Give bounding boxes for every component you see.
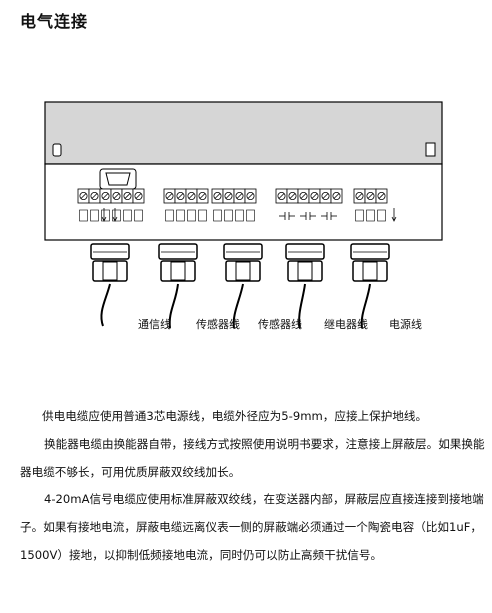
terminal-marker-icon: [235, 209, 244, 222]
terminal-screw-icon: [244, 188, 257, 204]
terminal-screw-icon: [77, 188, 90, 204]
terminal-marker-icon: [366, 209, 375, 222]
terminal-marker-icon: [355, 209, 364, 222]
cable-gland-icon: [223, 243, 263, 282]
terminal-marker-icon: [176, 209, 185, 222]
cable-gland-icon: [285, 243, 325, 282]
label-sensor-2: 传感器线: [258, 317, 302, 331]
cable-sensor2: [232, 283, 244, 329]
terminal-screw-icon: [233, 188, 246, 204]
ground-symbol-icon: [391, 208, 397, 222]
label-sensor-1: 传感器线: [196, 317, 240, 331]
ground-symbol-icon: [101, 208, 107, 222]
ground-symbol-icon: [112, 208, 118, 222]
cable-glands: [90, 243, 390, 282]
cables: [100, 283, 371, 329]
terminal-marker-icon: [377, 209, 386, 222]
terminal-marker-icon: [90, 209, 99, 222]
relay-contact-icon: [300, 212, 316, 220]
db9-connector-icon: [99, 168, 137, 190]
paragraph-transducer-cable: 换能器电缆由换能器自带，接线方式按照使用说明书要求，注意接上屏蔽层。如果换能器电…: [20, 437, 485, 479]
terminal-screw-icon: [364, 188, 377, 204]
terminal-marker-icon: [213, 209, 222, 222]
terminal-screw-icon: [163, 188, 176, 204]
terminal-marker-icon: [165, 209, 174, 222]
terminal-screw-icon: [286, 188, 299, 204]
terminal-marker-icon: [187, 209, 196, 222]
label-power: 电源线: [389, 317, 422, 331]
hinge-right-icon: [425, 142, 436, 157]
terminal-screw-icon: [88, 188, 101, 204]
wiring-diagram: 通信线 传感器线 传感器线 继电器线 电源线: [44, 101, 443, 331]
terminal-screw-icon: [110, 188, 123, 204]
enclosure-upper: [44, 101, 443, 165]
terminal-marker-icon: [123, 209, 132, 222]
terminal-screw-icon: [196, 188, 209, 204]
terminal-screw-icon: [211, 188, 224, 204]
terminal-screw-icon: [132, 188, 145, 204]
terminal-screw-icon: [174, 188, 187, 204]
label-relay: 继电器线: [324, 317, 368, 331]
terminal-marker-icon: [134, 209, 143, 222]
terminal-marker-icon: [112, 209, 121, 222]
terminal-marker-icon: [246, 209, 255, 222]
terminal-screw-icon: [99, 188, 112, 204]
paragraph-signal-cable: 4-20mA信号电缆应使用标准屏蔽双绞线，在变送器内部，屏蔽层应直接连接到接地端…: [20, 492, 484, 562]
terminal-screw-icon: [275, 188, 288, 204]
terminal-screw-icon: [319, 188, 332, 204]
terminal-screw-icon: [375, 188, 388, 204]
terminal-marker-icon: [101, 209, 110, 222]
paragraph-power-cable: 供电电缆应使用普通3芯电源线，电缆外径应为5-9mm，应接上保护地线。: [42, 409, 428, 423]
cable-gland-icon: [350, 243, 390, 282]
terminal-marker-icon: [79, 209, 88, 222]
page-title: 电气连接: [20, 12, 89, 31]
terminal-screw-icon: [330, 188, 343, 204]
terminal-screw-icon: [308, 188, 321, 204]
terminal-screw-icon: [121, 188, 134, 204]
cable-power: [360, 283, 371, 329]
cable-sensor1: [168, 283, 179, 329]
relay-contact-icon: [321, 212, 337, 220]
terminal-screw-icon: [185, 188, 198, 204]
cable-gland-icon: [90, 243, 130, 282]
cable-relay: [298, 283, 306, 329]
relay-contact-icon: [279, 212, 295, 220]
hinge-left-icon: [52, 143, 62, 157]
terminal-screw-icon: [222, 188, 235, 204]
cable-comm: [100, 283, 111, 327]
cable-gland-icon: [158, 243, 198, 282]
terminal-blocks: [77, 188, 397, 222]
terminal-marker-icon: [198, 209, 207, 222]
terminal-screw-icon: [353, 188, 366, 204]
terminal-screw-icon: [297, 188, 310, 204]
terminal-marker-icon: [224, 209, 233, 222]
label-comm: 通信线: [138, 317, 171, 331]
